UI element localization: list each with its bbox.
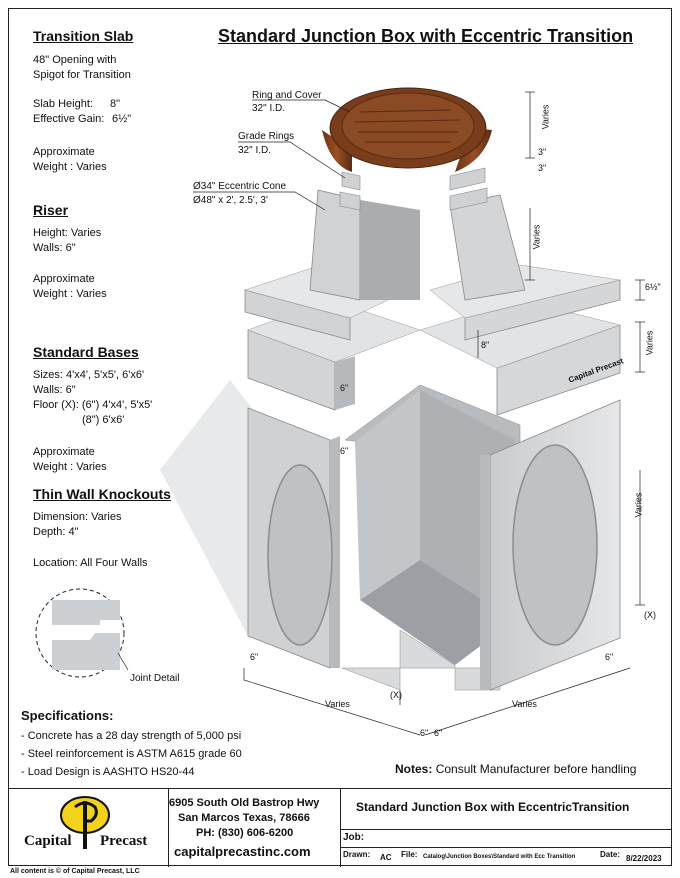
dim-x-floor: (X) <box>390 690 402 700</box>
company-address1: 6905 South Old Bastrop Hwy <box>169 797 320 809</box>
tb-date-value: 8/22/2023 <box>626 854 662 863</box>
logo-name-right: Precast <box>100 833 148 849</box>
tb-divider <box>168 789 169 867</box>
ring-cover-dim: 32" I.D. <box>252 103 286 114</box>
dim-six-a: 6" <box>420 728 429 738</box>
knockouts-depth: Depth: 4" <box>33 526 79 538</box>
spec-item: - Steel reinforcement is ASTM A615 grade… <box>21 748 242 760</box>
dim-three-2: 3" <box>538 163 547 173</box>
dim-six-half: 6½" <box>645 282 661 292</box>
standard-base <box>247 384 621 691</box>
transition-slab-line1: 48" Opening with <box>33 54 117 66</box>
dim-varies-cone: Varies <box>531 224 542 250</box>
page-title: Standard Junction Box with Eccentric Tra… <box>218 26 634 46</box>
dim-varies-right: Varies <box>512 699 537 709</box>
tb-job-label: Job: <box>343 832 365 843</box>
bases-approx: Approximate <box>33 446 95 458</box>
bases-sizes: Sizes: 4'x4', 5'x5', 6'x6' <box>33 369 145 381</box>
dim-varies-ring: Varies <box>540 104 551 130</box>
eccentric-cone <box>309 189 526 301</box>
knockout-left <box>267 464 333 646</box>
gain-value: 6½" <box>112 113 132 125</box>
title-block <box>8 788 672 867</box>
tb-date-label: Date: <box>600 850 621 859</box>
joint-leader <box>117 652 129 671</box>
tb-title: Standard Junction Box with EccentricTran… <box>356 800 630 814</box>
joint-detail <box>35 588 129 678</box>
knockout-right <box>512 444 598 646</box>
tb-drawn-value: AC <box>380 853 392 862</box>
bases-floor2: (8") 6'x6' <box>82 414 125 426</box>
notes: Notes: Consult Manufacturer before handl… <box>395 762 636 776</box>
riser-heading: Riser <box>33 202 69 218</box>
dim-six-riser: 6" <box>340 383 349 393</box>
callout-leaders <box>193 99 351 211</box>
tb-rule <box>340 847 672 848</box>
grade-rings-callout: Grade Rings <box>238 131 295 142</box>
riser-approx: Approximate <box>33 273 95 285</box>
specs-heading: Specifications: <box>21 708 114 723</box>
slab-height-value: 8" <box>110 98 121 110</box>
bases-floor: Floor (X): (6") 4'x4', 5'x5' <box>33 399 153 411</box>
dim-varies-left: Varies <box>325 699 350 709</box>
dim-six-base: 6" <box>340 446 349 456</box>
grade-rings-dim: 32" I.D. <box>238 145 272 156</box>
knockouts-location: Location: All Four Walls <box>33 557 148 569</box>
bases-walls: Walls: 6" <box>33 384 76 396</box>
dim-three-1: 3" <box>538 147 547 157</box>
transition-slab-heading: Transition Slab <box>33 28 134 44</box>
ring-and-cover <box>322 87 492 172</box>
notes-text: Consult Manufacturer before handling <box>435 762 637 776</box>
ring-cover-callout: Ring and Cover <box>252 90 322 101</box>
tb-file-label: File: <box>401 850 418 859</box>
tb-divider <box>340 789 341 867</box>
cone-callout: Ø34" Eccentric Cone <box>193 181 287 192</box>
spec-item: - Load Design is AASHTO HS20-44 <box>21 766 195 778</box>
tb-file-value: Catalog\Junction Boxes\Standard with Ecc… <box>423 854 576 860</box>
riser-weight: Weight : Varies <box>33 288 107 300</box>
dim-six-left: 6" <box>250 652 259 662</box>
joint-detail-circle <box>35 588 125 678</box>
tb-rule <box>340 829 672 830</box>
joint-detail-label: Joint Detail <box>130 673 180 684</box>
dim-x-right: (X) <box>644 610 656 620</box>
dim-six-b: 6" <box>434 728 443 738</box>
company-phone: PH: (830) 606-6200 <box>196 827 294 839</box>
logo-name-left: Capital <box>24 833 72 849</box>
copyright-footer: All content is © of Capital Precast, LLC <box>10 868 140 875</box>
joint-upper <box>52 600 120 625</box>
knockouts-dimension: Dimension: Varies <box>33 511 122 523</box>
spec-item: - Concrete has a 28 day strength of 5,00… <box>21 730 242 742</box>
slab-height-label: Slab Height: <box>33 98 93 110</box>
riser-height: Height: Varies <box>33 227 102 239</box>
gain-label: Effective Gain: <box>33 113 105 125</box>
dim-varies-riser: Varies <box>644 330 655 356</box>
transition-approx: Approximate <box>33 146 95 158</box>
knockouts-heading: Thin Wall Knockouts <box>33 486 171 502</box>
dim-varies-base: Varies <box>633 492 644 518</box>
dim-eight: 8" <box>481 340 490 350</box>
capital-precast-logo <box>60 796 110 849</box>
transition-weight: Weight : Varies <box>33 161 107 173</box>
company-website[interactable]: capitalprecastinc.com <box>174 844 311 859</box>
dimension-lines <box>243 91 645 736</box>
transition-slab-line2: Spigot for Transition <box>33 69 131 81</box>
tb-drawn-label: Drawn: <box>343 850 371 859</box>
cone-dim: Ø48" x 2', 2.5', 3' <box>193 195 268 206</box>
bases-heading: Standard Bases <box>33 344 139 360</box>
bases-weight: Weight : Varies <box>33 461 107 473</box>
riser-walls: Walls: 6" <box>33 242 76 254</box>
notes-label: Notes: <box>395 762 433 776</box>
company-address2: San Marcos Texas, 78666 <box>178 812 310 824</box>
joint-lower <box>52 633 120 670</box>
grade-rings <box>339 167 488 211</box>
dim-six-right: 6" <box>605 652 614 662</box>
